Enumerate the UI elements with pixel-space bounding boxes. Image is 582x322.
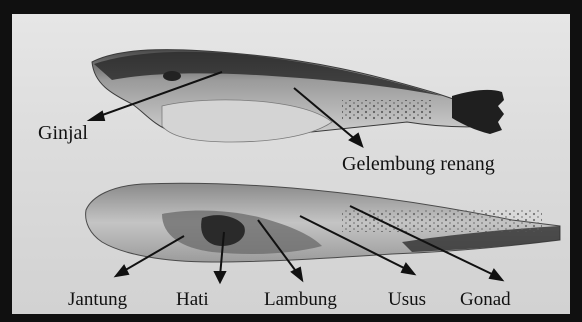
top-fish-eye <box>163 71 181 81</box>
label-hati: Hati <box>176 290 209 309</box>
top-fish-tail <box>452 90 504 134</box>
label-ginjal: Ginjal <box>38 123 88 143</box>
diagram-sheet: Ginjal Gelembung renang Jantung Hati Lam… <box>12 14 570 314</box>
arrowhead-ginjal <box>90 112 104 120</box>
label-jantung: Jantung <box>68 290 127 309</box>
label-gonad: Gonad <box>460 290 511 309</box>
label-gelembung-renang: Gelembung renang <box>342 154 495 174</box>
label-lambung: Lambung <box>264 290 337 309</box>
bottom-fish <box>86 183 560 262</box>
arrowhead-usus <box>402 264 414 274</box>
label-usus: Usus <box>388 290 426 309</box>
arrowhead-jantung <box>116 266 128 276</box>
arrowhead-gonad <box>490 270 502 280</box>
top-fish-spots <box>342 100 432 120</box>
bottom-fish-spots <box>342 210 542 232</box>
arrowhead-lambung <box>292 268 302 280</box>
arrowhead-hati <box>215 272 225 282</box>
